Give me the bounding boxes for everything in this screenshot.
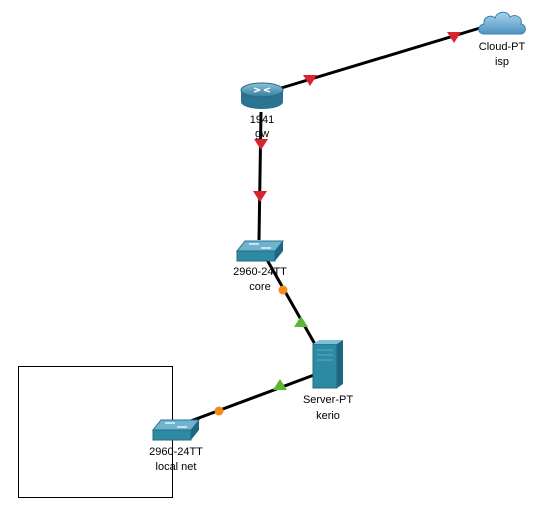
- server-name-label: kerio: [316, 410, 340, 422]
- link-down-indicator: [303, 75, 317, 86]
- cloud-model-label: Cloud-PT: [478, 41, 526, 53]
- cable-router-cloud[interactable]: [267, 26, 481, 94]
- core-switch-model-label: 2960-24TT: [233, 266, 287, 278]
- switch-icon[interactable]: [235, 239, 285, 263]
- switch-icon[interactable]: [151, 418, 201, 442]
- router-name-label: gw: [254, 128, 270, 140]
- cable-core-server[interactable]: [264, 257, 318, 347]
- link-up-indicator: [273, 379, 287, 390]
- local-switch-model-label: 2960-24TT: [149, 446, 203, 458]
- server-icon[interactable]: [311, 340, 345, 390]
- router-icon[interactable]: [239, 80, 285, 112]
- local-switch-name-label: local net: [155, 461, 197, 473]
- link-down-indicator: [447, 32, 461, 43]
- cloud-name-label: isp: [494, 56, 510, 68]
- cable-router-core[interactable]: [257, 111, 263, 241]
- cable-server-local[interactable]: [179, 373, 315, 427]
- link-down-indicator: [254, 139, 268, 150]
- link-down-indicator: [253, 191, 267, 202]
- cloud-icon[interactable]: [476, 8, 528, 38]
- server-model-label: Server-PT: [302, 394, 354, 406]
- link-amber-indicator: [214, 406, 224, 416]
- core-switch-name-label: core: [249, 281, 271, 293]
- link-amber-indicator: [278, 285, 288, 295]
- router-model-label: 1941: [249, 114, 275, 126]
- link-up-indicator: [294, 316, 308, 327]
